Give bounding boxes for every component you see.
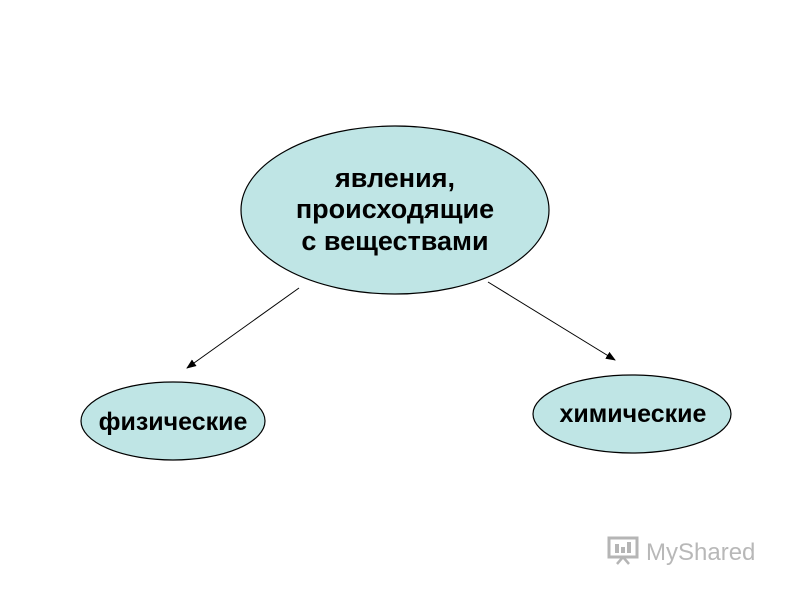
main-node-line-2: происходящие <box>295 194 495 225</box>
physical-node-label: физические <box>98 407 248 436</box>
arrow-to-chemical <box>487 281 616 361</box>
watermark-brand-text: MyShared <box>646 538 756 566</box>
chemical-node-label: химические <box>559 399 707 428</box>
physical-node-ellipse <box>80 381 266 461</box>
chemical-node-ellipse <box>532 374 732 454</box>
main-node-line-1: явления, <box>335 163 455 194</box>
chemical-node: химические <box>533 374 733 454</box>
main-node: явления, происходящие с веществами <box>240 125 550 295</box>
main-node-label: явления, происходящие с веществами <box>296 163 494 256</box>
physical-node: физические <box>80 382 266 462</box>
arrow-to-physical <box>186 287 300 369</box>
presentation-board-icon <box>606 535 640 570</box>
main-node-line-3: с веществами <box>301 225 489 256</box>
watermark: MyShared <box>606 535 755 570</box>
main-node-ellipse <box>240 125 550 295</box>
